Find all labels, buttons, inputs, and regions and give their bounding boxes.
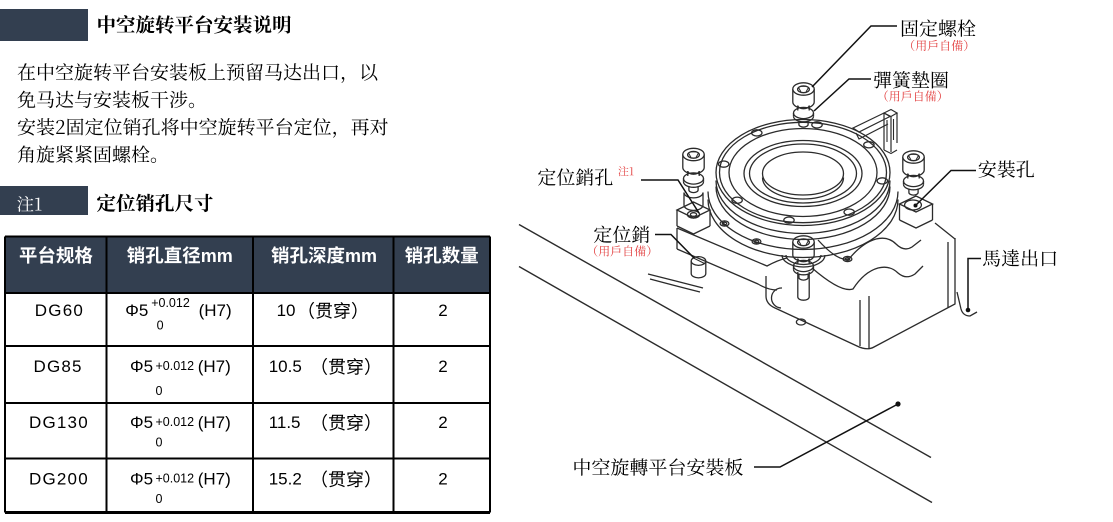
svg-text:11.5: 11.5 [269, 413, 301, 432]
svg-text:2: 2 [438, 470, 447, 489]
svg-text:+0.012: +0.012 [156, 415, 195, 429]
svg-text:Φ5: Φ5 [130, 357, 153, 376]
svg-text:DG200: DG200 [29, 470, 89, 489]
svg-text:+0.012: +0.012 [151, 296, 190, 310]
svg-text:(H7): (H7) [199, 301, 232, 320]
svg-text:0: 0 [156, 436, 163, 450]
svg-text:0: 0 [156, 492, 163, 506]
svg-text:2: 2 [438, 357, 447, 376]
svg-text:+0.012: +0.012 [156, 359, 195, 373]
svg-text:10.5: 10.5 [269, 357, 302, 376]
svg-text:2: 2 [438, 301, 447, 320]
svg-text:2: 2 [438, 413, 447, 432]
svg-text:Φ5: Φ5 [130, 413, 153, 432]
svg-text:15.2: 15.2 [269, 470, 302, 489]
svg-text:DG85: DG85 [34, 357, 83, 376]
svg-text:0: 0 [157, 319, 164, 333]
svg-text:(H7): (H7) [198, 470, 231, 489]
svg-text:Φ5: Φ5 [130, 470, 153, 489]
svg-text:(H7): (H7) [198, 413, 231, 432]
svg-text:mm: mm [201, 246, 233, 266]
svg-text:DG60: DG60 [35, 301, 84, 320]
svg-text:+0.012: +0.012 [156, 472, 195, 486]
svg-text:DG130: DG130 [29, 413, 89, 432]
svg-text:10: 10 [277, 301, 296, 320]
svg-text:Φ5: Φ5 [125, 301, 148, 320]
svg-text:(H7): (H7) [198, 357, 231, 376]
svg-text:0: 0 [156, 384, 163, 398]
svg-text:mm: mm [345, 246, 377, 266]
